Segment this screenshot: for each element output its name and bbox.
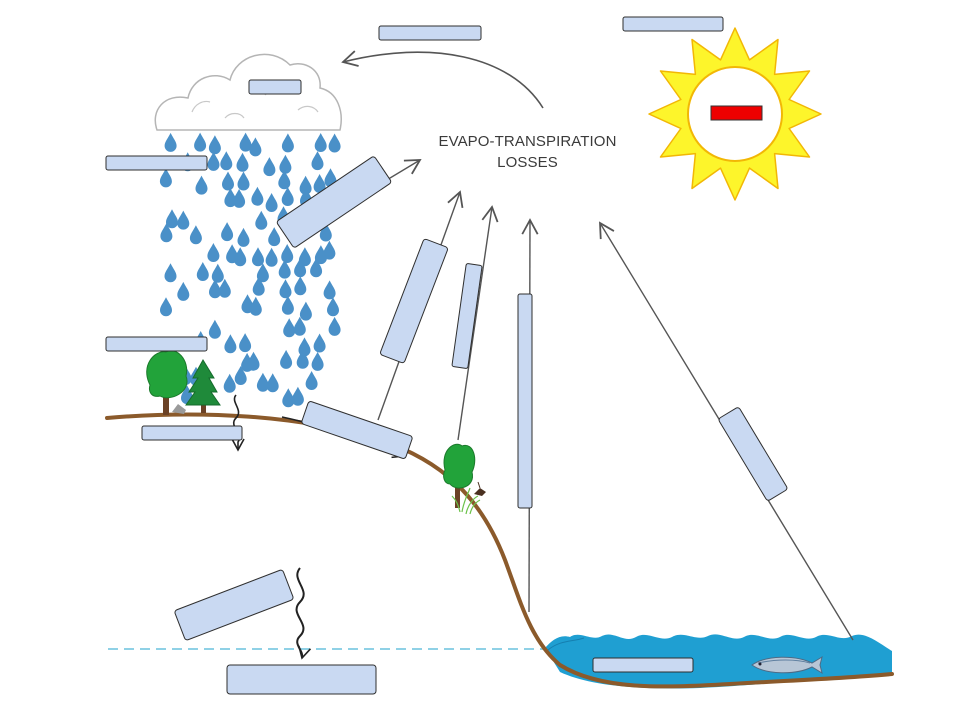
raindrop-icon — [208, 319, 221, 339]
raindrop-icon — [239, 333, 252, 353]
raindrop-icon — [265, 193, 278, 212]
raindrop-icon — [234, 247, 247, 267]
raindrop-icon — [280, 349, 293, 369]
raindrop-icon — [266, 373, 279, 393]
raindrop-icon — [313, 333, 326, 353]
slope-tree-icon — [443, 443, 476, 508]
label-box-percolation[interactable] — [174, 569, 294, 641]
cloud-icon — [154, 53, 342, 131]
label-box-soil-evap[interactable] — [380, 238, 449, 364]
evaporation-return-arrow — [341, 50, 544, 109]
raindrop-icon — [177, 210, 190, 230]
raindrop-icon — [252, 247, 264, 267]
label-box-groundwater[interactable] — [226, 664, 377, 695]
pine-tree-icon — [185, 359, 221, 413]
label-box-interception-evap[interactable] — [276, 156, 392, 249]
raindrop-icon — [211, 263, 224, 283]
diagram-title: EVAPO-TRANSPIRATION LOSSES — [415, 131, 640, 173]
raindrop-icon — [281, 295, 294, 315]
label-box-top-arrow[interactable] — [378, 25, 482, 41]
raindrop-icon — [256, 372, 269, 392]
fish-icon — [751, 655, 823, 675]
raindrop-icon — [255, 210, 268, 230]
raindrop-icon — [189, 225, 202, 245]
raindrop-icon — [222, 171, 234, 191]
raindrop-icon — [207, 151, 220, 171]
raindrop-icon — [247, 351, 260, 371]
raindrop-icon — [195, 175, 208, 195]
raindrop-icon — [294, 276, 307, 296]
raindrop-icon — [279, 154, 292, 174]
raindrop-icon — [196, 262, 209, 281]
raindrop-icon — [291, 386, 304, 406]
raindrop-icon — [283, 318, 296, 338]
raindrop-icon — [263, 157, 276, 177]
label-box-cloud[interactable] — [248, 79, 302, 95]
bird-icon — [474, 481, 486, 496]
raindrop-icon — [233, 188, 246, 208]
water-body — [545, 634, 892, 689]
raindrop-icon — [305, 371, 318, 390]
raindrop-icon — [237, 171, 250, 191]
raindrop-icon — [237, 227, 250, 247]
rainfall — [159, 132, 341, 408]
raindrop-icon — [160, 297, 172, 317]
raindrop-icon — [249, 296, 262, 316]
raindrop-icon — [281, 187, 294, 206]
raindrop-icon — [220, 151, 233, 171]
label-boxes — [105, 16, 788, 695]
raindrop-icon — [159, 168, 172, 188]
label-box-transpiration[interactable] — [451, 263, 483, 369]
label-box-infiltration[interactable] — [141, 425, 243, 441]
raindrop-icon — [328, 316, 341, 336]
percolation-arrow — [295, 567, 312, 660]
raindrop-icon — [207, 243, 220, 262]
raindrop-icon — [265, 247, 278, 267]
infiltration-arrow — [231, 394, 245, 452]
raindrop-icon — [314, 133, 327, 152]
raindrop-icon — [328, 133, 341, 153]
raindrop-icon — [224, 334, 237, 354]
raindrop-icon — [166, 209, 178, 229]
raindrop-icon — [208, 135, 221, 155]
rock-icon — [172, 404, 186, 414]
deciduous-tree-icon — [146, 350, 188, 415]
title-line-2: LOSSES — [497, 154, 558, 171]
et-arrow-tree — [457, 205, 499, 441]
raindrop-icon — [194, 132, 207, 152]
sun-label-red — [710, 105, 763, 121]
raindrop-icon — [311, 351, 324, 371]
raindrop-icon — [268, 227, 281, 247]
raindrop-icon — [236, 152, 249, 172]
raindrop-icon — [278, 170, 291, 190]
label-box-rain-level[interactable] — [105, 336, 208, 352]
raindrop-icon — [223, 373, 236, 393]
raindrop-icon — [279, 279, 292, 299]
label-box-precipitation[interactable] — [105, 155, 208, 171]
raindrop-icon — [251, 186, 264, 206]
label-box-slope-evap[interactable] — [517, 293, 533, 509]
label-box-sun[interactable] — [622, 16, 724, 32]
raindrop-icon — [327, 297, 339, 317]
raindrop-icon — [164, 132, 177, 152]
label-box-runoff[interactable] — [301, 401, 413, 460]
label-box-open-water-evap[interactable] — [718, 407, 788, 502]
raindrop-icon — [164, 263, 177, 283]
raindrop-icon — [281, 133, 294, 153]
raindrop-icon — [221, 222, 234, 242]
raindrop-icon — [177, 281, 190, 301]
raindrop-icon — [323, 240, 336, 260]
raindrop-icon — [299, 301, 312, 321]
raindrop-icon — [311, 151, 324, 171]
title-line-1: EVAPO-TRANSPIRATION — [438, 133, 617, 150]
label-box-water-body[interactable] — [592, 657, 694, 673]
raindrop-icon — [281, 244, 294, 263]
raindrop-icon — [323, 280, 336, 300]
grass-icon — [451, 487, 481, 515]
raindrop-icon — [249, 137, 262, 157]
